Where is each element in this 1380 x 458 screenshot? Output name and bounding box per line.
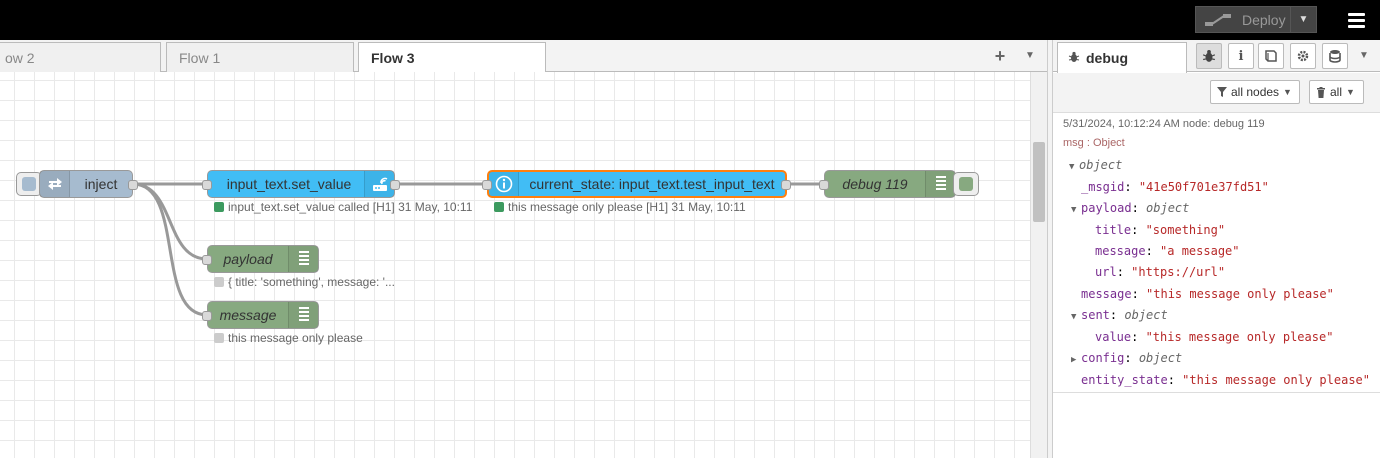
- set-value-output-port[interactable]: [390, 180, 400, 190]
- tree-row-value: value: "this message only please": [1095, 330, 1334, 344]
- deploy-label: Deploy: [1242, 11, 1286, 28]
- debug-sidebar: debug i ▼ all nodes ▼ all ▼ 5/31/2024, 1…: [1053, 40, 1380, 458]
- flow-canvas[interactable]: inject input_text.set_value input_text.s…: [0, 72, 1030, 458]
- current-state-label: current_state: input_text.test_input_tex…: [529, 176, 775, 192]
- inject-label: inject: [84, 176, 118, 192]
- deploy-options-caret[interactable]: ▼: [1290, 7, 1316, 32]
- message-input-port[interactable]: [202, 311, 212, 321]
- workspace-scrollbar[interactable]: [1030, 72, 1047, 458]
- tree-row-url: url: "https://url": [1095, 265, 1226, 279]
- set-value-label: input_text.set_value: [226, 176, 352, 192]
- tree-row-title: title: "something": [1095, 223, 1226, 237]
- tree-row-payload[interactable]: ▼payload: object: [1071, 201, 1190, 215]
- tree-row-config[interactable]: ▶config: object: [1071, 351, 1183, 365]
- workspace-tab-bar: ow 2 Flow 1 Flow 3: [0, 40, 1047, 73]
- debug-119-input-port[interactable]: [819, 180, 829, 190]
- tab-debug[interactable]: debug: [1057, 42, 1187, 73]
- payload-status: { title: 'something', message: '...: [214, 275, 395, 289]
- help-book-tab-button[interactable]: [1258, 43, 1284, 69]
- tab-flow-2[interactable]: ow 2: [0, 42, 161, 72]
- hamburger-icon: [1347, 12, 1365, 16]
- scrollbar-thumb[interactable]: [1033, 142, 1045, 222]
- debug-119-label: debug 119: [842, 176, 908, 192]
- debug-119-node[interactable]: debug 119: [819, 170, 956, 198]
- trash-icon: [1317, 86, 1325, 98]
- deploy-button[interactable]: Deploy ▼: [1195, 6, 1317, 33]
- chevron-down-icon: ▼: [1283, 87, 1292, 97]
- debug-bug-tab-button[interactable]: [1196, 43, 1222, 69]
- current-state-node[interactable]: current_state: input_text.test_input_tex…: [482, 170, 791, 198]
- filter-nodes-button[interactable]: all nodes ▼: [1210, 80, 1300, 104]
- wire-inject-message: [132, 182, 208, 317]
- inject-arrow-icon: [40, 171, 70, 197]
- info-icon: i: [1238, 48, 1244, 64]
- inject-output-port[interactable]: [128, 180, 138, 190]
- sidebar-more-caret[interactable]: ▼: [1359, 50, 1369, 61]
- main-menu-button[interactable]: [1339, 6, 1373, 34]
- current-state-output-port[interactable]: [781, 180, 791, 190]
- debug-list-icon: [925, 171, 955, 197]
- expand-triangle-icon: ▼: [1069, 162, 1075, 172]
- sidebar-resize-handle[interactable]: [1047, 40, 1053, 458]
- status-dot: [214, 333, 224, 343]
- inject-node[interactable]: inject: [39, 170, 138, 198]
- tree-row-message: message: "a message": [1095, 244, 1240, 258]
- home-assistant-router-icon: [364, 171, 394, 197]
- context-data-tab-button[interactable]: [1322, 43, 1348, 69]
- status-dot: [214, 202, 224, 212]
- set-value-input-port[interactable]: [202, 180, 212, 190]
- clear-messages-button[interactable]: all ▼: [1309, 80, 1364, 104]
- status-dot: [494, 202, 504, 212]
- tab-flow-3[interactable]: Flow 3: [358, 42, 546, 73]
- config-gear-tab-button[interactable]: [1290, 43, 1316, 69]
- status-dot: [214, 277, 224, 287]
- chevron-down-icon: ▼: [1346, 87, 1355, 97]
- set-value-node[interactable]: input_text.set_value: [202, 170, 400, 198]
- inject-trigger-button[interactable]: [16, 172, 42, 196]
- tree-row-sent[interactable]: ▼sent: object: [1071, 308, 1168, 322]
- current-state-input-port[interactable]: [482, 180, 492, 190]
- payload-debug-node[interactable]: payload: [202, 245, 319, 273]
- tree-root[interactable]: ▼object: [1069, 158, 1123, 172]
- expand-triangle-icon: ▼: [1071, 312, 1077, 322]
- wires: [132, 182, 824, 317]
- app-header: Deploy ▼: [0, 0, 1380, 40]
- bug-icon: [1068, 50, 1080, 66]
- book-icon: [1265, 50, 1277, 62]
- filter-icon: [1217, 87, 1227, 97]
- sidebar-tab-bar: debug i ▼: [1053, 40, 1380, 73]
- tree-row-entity-state: entity_state: "this message only please": [1081, 373, 1370, 387]
- current-state-status: this message only please [H1] 31 May, 10…: [494, 200, 746, 214]
- payload-input-port[interactable]: [202, 255, 212, 265]
- message-label: message: [219, 307, 277, 323]
- expand-triangle-icon: ▼: [1071, 205, 1077, 215]
- debug-message[interactable]: 5/31/2024, 10:12:24 AM node: debug 119 m…: [1053, 113, 1380, 393]
- tab-list-caret[interactable]: ▼: [1025, 50, 1035, 61]
- payload-label: payload: [223, 251, 273, 267]
- collapse-triangle-icon: ▶: [1071, 355, 1077, 365]
- tree-row-msgid: _msgid: "41e50f701e37fd51": [1081, 180, 1269, 194]
- message-metadata: 5/31/2024, 10:12:24 AM node: debug 119: [1063, 118, 1265, 130]
- info-tab-button[interactable]: i: [1228, 43, 1254, 69]
- debug-toolbar: all nodes ▼ all ▼: [1053, 73, 1380, 113]
- message-type: msg : Object: [1063, 137, 1125, 149]
- message-debug-node[interactable]: message: [202, 301, 319, 329]
- message-status: this message only please: [214, 331, 363, 345]
- gear-icon: [1297, 50, 1309, 62]
- deploy-icon: [1196, 7, 1240, 32]
- debug-119-toggle-button[interactable]: [953, 172, 979, 196]
- add-flow-button[interactable]: +: [994, 46, 1006, 66]
- info-icon: [489, 172, 519, 196]
- set-value-status: input_text.set_value called [H1] 31 May,…: [214, 200, 472, 214]
- debug-list-icon: [288, 302, 318, 328]
- tab-flow-1[interactable]: Flow 1: [166, 42, 354, 72]
- tab-debug-label: debug: [1086, 50, 1128, 66]
- bug-icon: [1202, 50, 1216, 62]
- database-icon: [1329, 50, 1341, 63]
- tree-row-message-top: message: "this message only please": [1081, 287, 1334, 301]
- debug-list-icon: [288, 246, 318, 272]
